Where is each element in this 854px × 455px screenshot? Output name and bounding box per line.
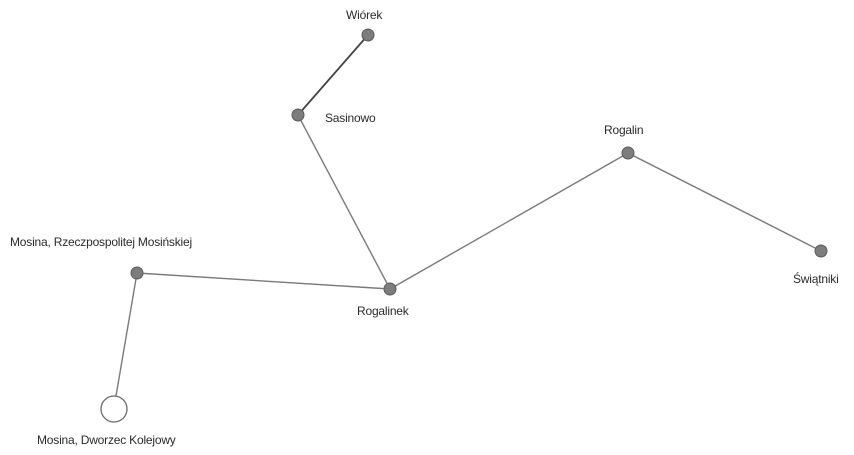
stop-mosina-rzeczpospolitej-mosinskiej[interactable]: Mosina, Rzeczpospolitej Mosińskiej (10, 235, 192, 280)
edge-rogalinek-rogalin (389, 152, 629, 290)
stop-node-sasinowo[interactable] (291, 108, 305, 122)
stop-node-wiorek[interactable] (361, 28, 375, 42)
stop-node-mosina-rzeczpospolitej-mosinskiej[interactable] (130, 266, 144, 280)
stop-label-rogalin: Rogalin (604, 123, 643, 137)
stop-label-swiatniki: Świątniki (793, 271, 839, 286)
stop-node-mosina-dworzec-kolejowy[interactable] (100, 395, 128, 423)
stop-label-wiorek: Wiórek (346, 8, 383, 22)
edge-mosina-rzeczpospolitej-dworzec (115, 272, 138, 397)
edge-mosina-rzeczpospolitej-rogalinek (136, 272, 391, 290)
stop-wiorek[interactable]: Wiórek (346, 8, 384, 42)
stop-swiatniki[interactable]: Świątniki (793, 244, 839, 286)
edge-wiorek-sasinowo (297, 34, 369, 116)
edge-rogalin-swiatniki (627, 152, 822, 252)
stop-label-mosina-rzeczpospolitej-mosinskiej: Mosina, Rzeczpospolitej Mosińskiej (10, 235, 192, 249)
stop-node-rogalin[interactable] (621, 146, 635, 160)
stop-mosina-dworzec-kolejowy[interactable]: Mosina, Dworzec Kolejowy (37, 395, 176, 447)
stop-rogalinek[interactable]: Rogalinek (357, 282, 410, 318)
stop-rogalin[interactable]: Rogalin (604, 123, 643, 160)
stop-sasinowo[interactable]: Sasinowo (291, 108, 376, 125)
stop-node-rogalinek[interactable] (383, 282, 397, 296)
stop-label-sasinowo: Sasinowo (325, 111, 376, 125)
stop-node-swiatniki[interactable] (814, 244, 828, 258)
edge-sasinowo-rogalinek (297, 114, 391, 290)
stop-label-mosina-dworzec-kolejowy: Mosina, Dworzec Kolejowy (37, 433, 176, 447)
stop-label-rogalinek: Rogalinek (357, 304, 410, 318)
connections (115, 34, 822, 397)
